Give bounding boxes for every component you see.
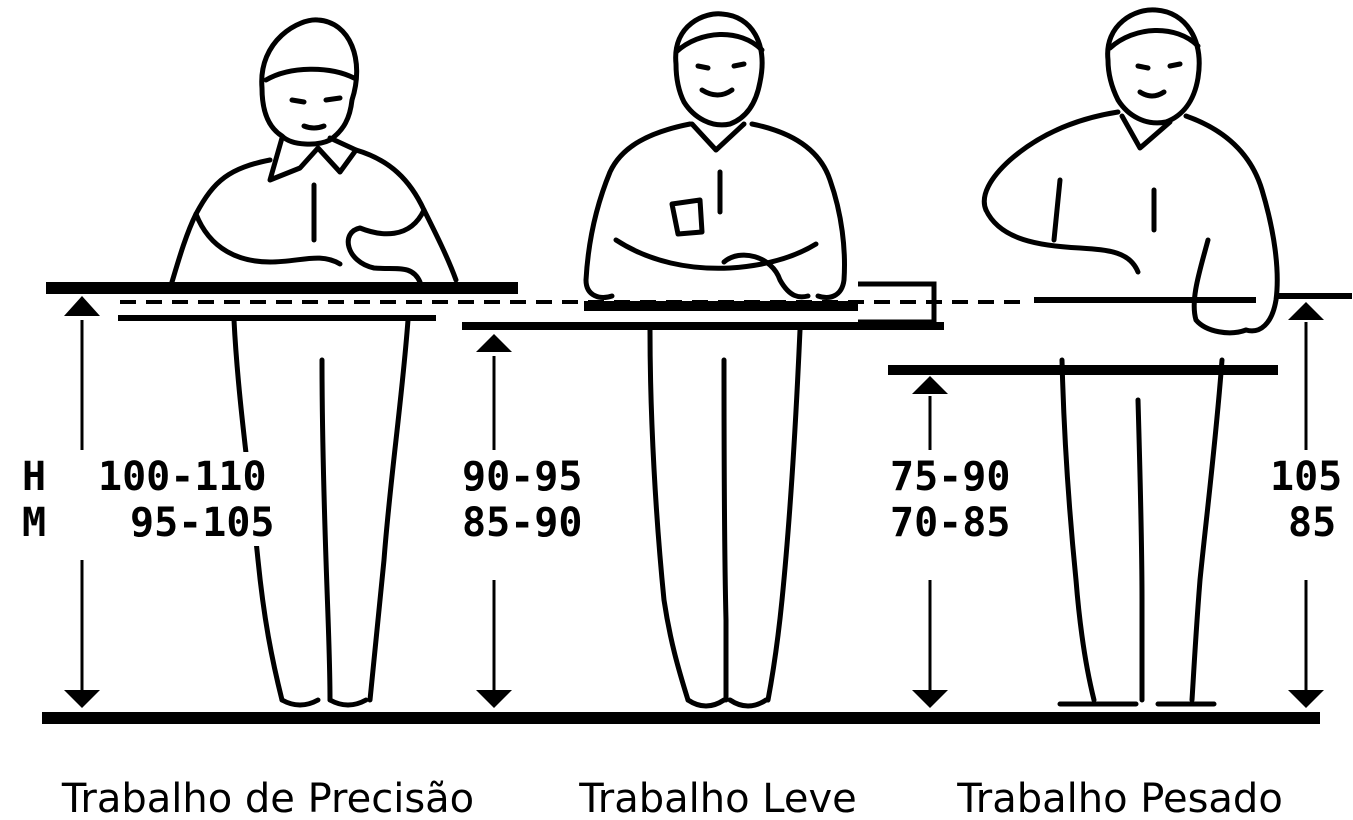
- arrow-up-icon: [1288, 302, 1324, 320]
- worker-precision-figure: [169, 17, 459, 708]
- light-women-range: 85-90: [462, 500, 582, 546]
- right-scale-men: 105: [1270, 454, 1342, 500]
- arrow-up-icon: [476, 334, 512, 352]
- arrow-heavy: [912, 376, 948, 708]
- caption-light: Trabalho Leve: [578, 776, 857, 820]
- worker-heavy-figure: [981, 7, 1280, 707]
- arrow-down-icon: [1288, 690, 1324, 708]
- arrow-right-scale: [1288, 302, 1324, 708]
- precision-men-range: 100-110: [98, 454, 267, 500]
- row-label-women: M: [22, 500, 46, 546]
- row-label-men: H: [22, 454, 46, 500]
- label-bg-precision: [96, 452, 294, 546]
- right-scale-women: 85: [1288, 500, 1336, 546]
- arrow-precision: [64, 296, 100, 708]
- arrow-up-icon: [64, 296, 100, 316]
- precision-women-range: 95-105: [130, 500, 275, 546]
- label-bg-right: [1268, 452, 1353, 546]
- arrow-light: [476, 334, 512, 708]
- heavy-men-range: 75-90: [890, 454, 1010, 500]
- light-men-range: 90-95: [462, 454, 582, 500]
- caption-precision: Trabalho de Precisão: [61, 776, 474, 820]
- arrow-down-icon: [476, 690, 512, 708]
- arrow-up-icon: [912, 376, 948, 394]
- label-bg-heavy: [888, 452, 1028, 546]
- bench-light-box: [858, 281, 937, 325]
- caption-heavy: Trabalho Pesado: [956, 776, 1283, 820]
- arrow-down-icon: [912, 690, 948, 708]
- arrow-down-icon: [64, 690, 100, 708]
- label-bg-light: [460, 452, 600, 546]
- worker-light-figure: [583, 11, 847, 709]
- heavy-women-range: 70-85: [890, 500, 1010, 546]
